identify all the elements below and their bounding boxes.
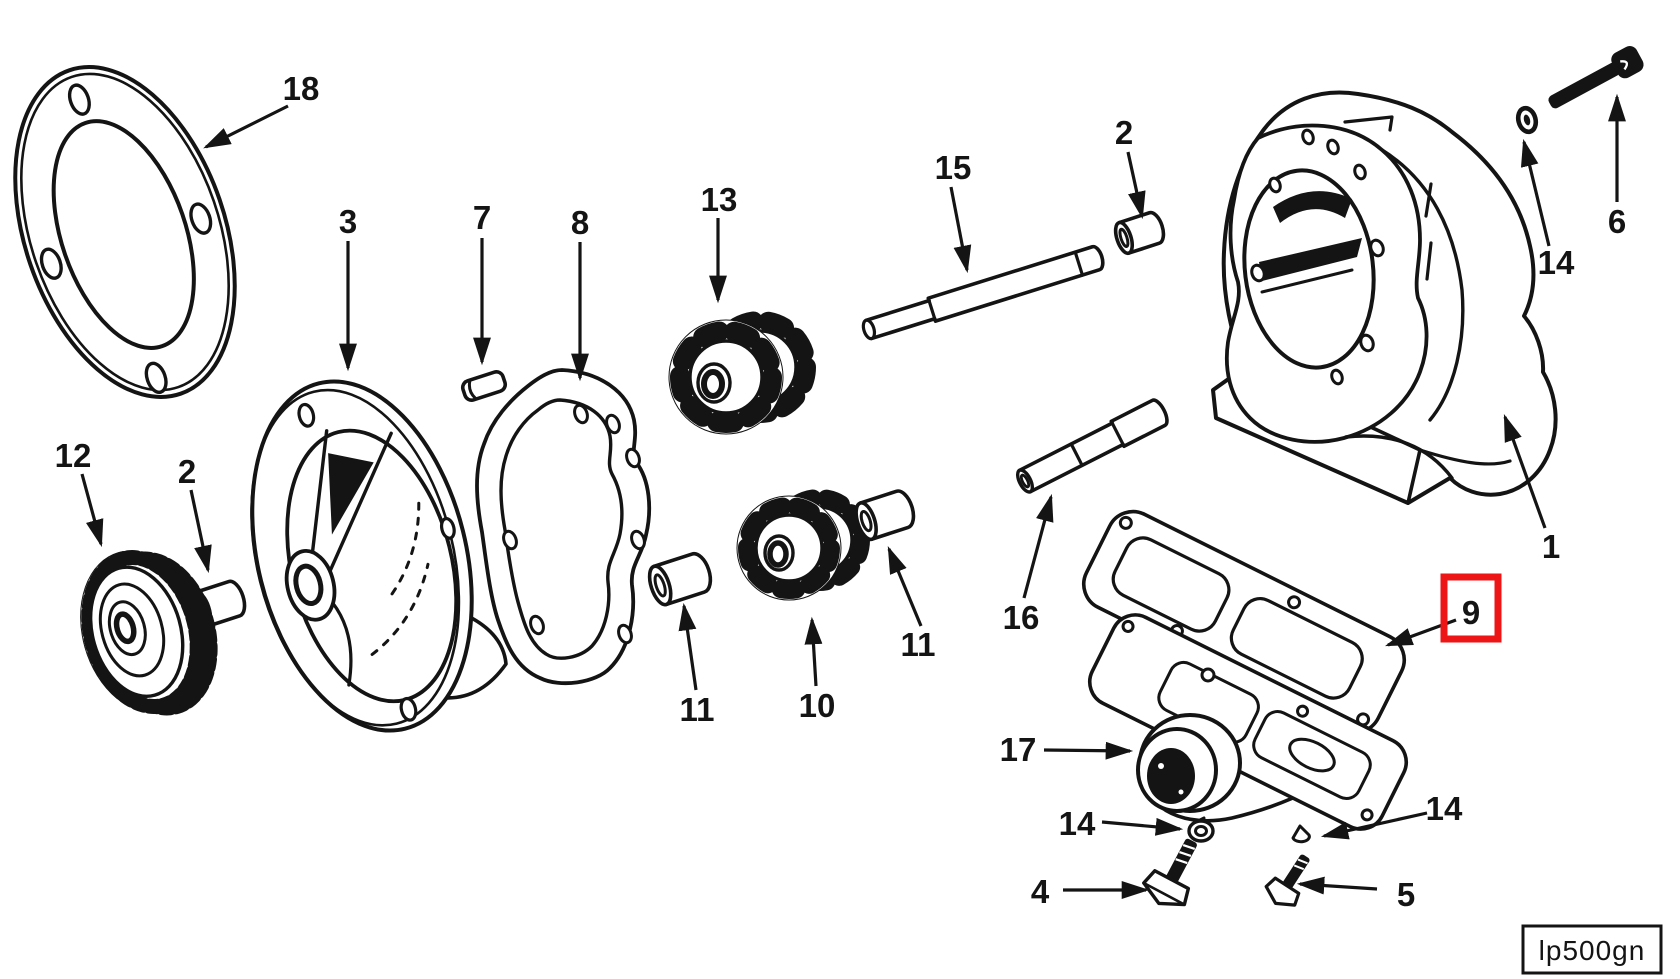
- part-14-washer-top: [1515, 105, 1539, 135]
- part-10-gear: [736, 489, 870, 601]
- callout-11-right: 11: [901, 626, 936, 663]
- callout-16: 16: [1003, 599, 1040, 636]
- part-15-shaft: [861, 244, 1105, 341]
- callout-labels: 18 3 7 8 13 15 2 6 14 12 2 11 10 11 16 9…: [55, 70, 1627, 913]
- callout-9-highlighted: 9: [1462, 594, 1480, 631]
- callout-4: 4: [1031, 873, 1050, 910]
- part-1-housing: [1211, 90, 1558, 505]
- part-14-nut-left: [1187, 816, 1215, 843]
- callout-3: 3: [339, 203, 357, 240]
- part-14-nut-right: [1291, 824, 1311, 844]
- part-4-bolt: [1142, 838, 1197, 907]
- arrow-to-part-11-left: [678, 602, 698, 691]
- figure-code-box: lp500gn: [1521, 924, 1663, 975]
- part-11-bushing-left: [647, 551, 713, 607]
- arrow-to-part-14-bottom-right: [1320, 811, 1428, 840]
- part-16-shaft: [1015, 398, 1169, 494]
- highlight-box-part-9[interactable]: [1440, 573, 1502, 643]
- arrow-to-part-18: [203, 104, 289, 149]
- callout-7: 7: [473, 199, 491, 236]
- part-17-cover: [1087, 613, 1409, 831]
- callout-15: 15: [935, 149, 972, 186]
- callout-8: 8: [571, 204, 589, 241]
- arrow-to-part-14-bottom-left: [1101, 817, 1184, 836]
- arrow-to-part-14-top: [1520, 138, 1551, 247]
- part-7-pin: [460, 370, 508, 402]
- arrow-to-part-2-top: [1126, 151, 1146, 220]
- callout-13: 13: [701, 181, 738, 218]
- arrow-to-part-10: [804, 616, 823, 687]
- callout-6: 6: [1608, 203, 1626, 240]
- callout-2-left: 2: [178, 453, 196, 490]
- arrow-to-part-12: [80, 473, 104, 548]
- callout-5: 5: [1397, 876, 1415, 913]
- callout-2-top: 2: [1115, 114, 1133, 151]
- part-9-cover-gasket: [1081, 509, 1407, 735]
- part-5-bolt: [1264, 854, 1310, 907]
- part-8-gasket: [475, 368, 652, 686]
- arrow-to-part-15: [949, 186, 972, 274]
- arrow-to-part-1: [1503, 413, 1547, 529]
- arrow-to-part-16: [1022, 493, 1054, 599]
- part-11-bushing-right: [854, 489, 916, 542]
- arrow-to-part-5: [1296, 876, 1378, 895]
- callout-12: 12: [55, 437, 92, 474]
- arrow-to-part-2-left: [189, 489, 212, 574]
- part-12-gear: [80, 550, 218, 716]
- part-6-bolt: [1548, 46, 1644, 109]
- part-3-pump-body: [250, 379, 508, 733]
- callout-17: 17: [1000, 731, 1037, 768]
- part-13-gear: [668, 311, 816, 435]
- callout-14-bottom-left: 14: [1059, 805, 1096, 842]
- arrow-to-part-17: [1043, 741, 1134, 760]
- callout-11-left: 11: [680, 691, 715, 728]
- callout-10: 10: [799, 687, 836, 724]
- callout-14-bottom-right: 14: [1426, 790, 1463, 827]
- arrow-to-part-11-right: [887, 546, 923, 627]
- part-2-bushing-top: [1113, 210, 1166, 256]
- callout-18: 18: [283, 70, 320, 107]
- figure-code-label: lp500gn: [1539, 935, 1646, 966]
- callout-14-top: 14: [1538, 244, 1575, 281]
- part-18-ring-gasket: [13, 65, 237, 399]
- callout-1: 1: [1542, 528, 1560, 565]
